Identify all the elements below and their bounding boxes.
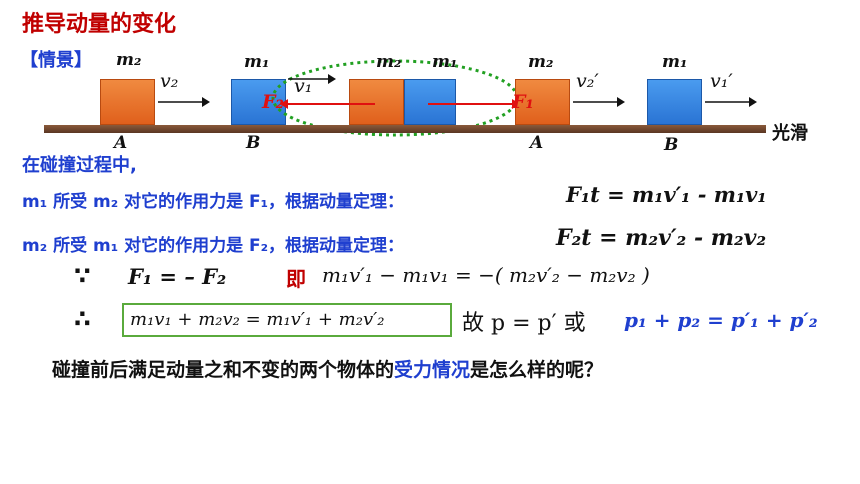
label-A-after: A: [530, 133, 544, 153]
because-equation: F₁ = – F₂: [128, 264, 227, 289]
intro-line: 在碰撞过程中,: [22, 155, 137, 176]
label-m2-before: m₂: [116, 50, 142, 70]
label-m1-collision: m₁: [432, 52, 458, 72]
therefore-symbol: ∴: [74, 305, 91, 333]
arrow-v1-prime-icon: [705, 97, 757, 107]
question-before: 碰撞前后满足动量之和不变的两个物体的: [52, 359, 395, 381]
block-m1-collision: [404, 79, 456, 125]
m1-equation: F₁t = m₁v′₁ - m₁v₁: [566, 182, 767, 207]
momentum-sum-equation: p₁ + p₂ = p′₁ + p′₂: [624, 308, 818, 332]
ji-equation: m₁v′₁ − m₁v₁ = −( m₂v′₂ − m₂v₂ ): [322, 263, 650, 287]
page-title: 推导动量的变化: [22, 12, 177, 37]
label-m1-before: m₁: [244, 52, 270, 72]
label-B-before: B: [246, 133, 261, 153]
question-highlight: 受力情况: [394, 359, 471, 381]
label-v2: v₂: [160, 70, 179, 92]
label-m2-collision: m₂: [376, 52, 402, 72]
block-m2-before: [100, 79, 155, 125]
label-v1-prime: v₁′: [710, 70, 733, 92]
question-after: 是怎么样的呢？: [470, 359, 604, 381]
closing-question: 碰撞前后满足动量之和不变的两个物体的受力情况是怎么样的呢？: [52, 355, 603, 382]
label-v1: v₁: [294, 75, 313, 97]
because-symbol: ∵: [74, 262, 91, 290]
label-m1-after: m₁: [662, 52, 688, 72]
scene-label: 【情景】: [20, 50, 92, 71]
arrow-v2-icon: [158, 97, 210, 107]
label-v2-prime: v₂′: [576, 70, 599, 92]
m2-equation: F₂t = m₂v′₂ - m₂v₂: [556, 225, 767, 251]
arrow-F2-icon: [280, 99, 375, 109]
surface-label: 光滑: [772, 123, 808, 144]
label-B-after: B: [664, 135, 679, 155]
block-m1-after: [647, 79, 702, 125]
conservation-equation: m₁v₁ + m₂v₂ = m₁v′₁ + m₂v′₂: [130, 309, 385, 330]
arrow-F1-icon: [428, 99, 520, 109]
gu-equation: 故 p = p′ 或: [462, 311, 586, 336]
label-A-before: A: [114, 133, 128, 153]
smooth-surface: [44, 125, 766, 133]
arrow-v1-icon: [288, 74, 336, 84]
conservation-box: [122, 303, 452, 337]
block-m2-after: [515, 79, 570, 125]
block-m2-collision: [349, 79, 404, 125]
arrow-v2-prime-icon: [573, 97, 625, 107]
label-m2-after: m₂: [528, 52, 554, 72]
ji-label: 即: [286, 267, 306, 291]
m1-statement: m₁ 所受 m₂ 对它的作用力是 F₁，根据动量定理：: [22, 192, 405, 212]
label-F2: F₂: [262, 91, 284, 113]
m2-statement: m₂ 所受 m₁ 对它的作用力是 F₂，根据动量定理：: [22, 236, 405, 256]
label-F1: F₁: [512, 91, 534, 113]
